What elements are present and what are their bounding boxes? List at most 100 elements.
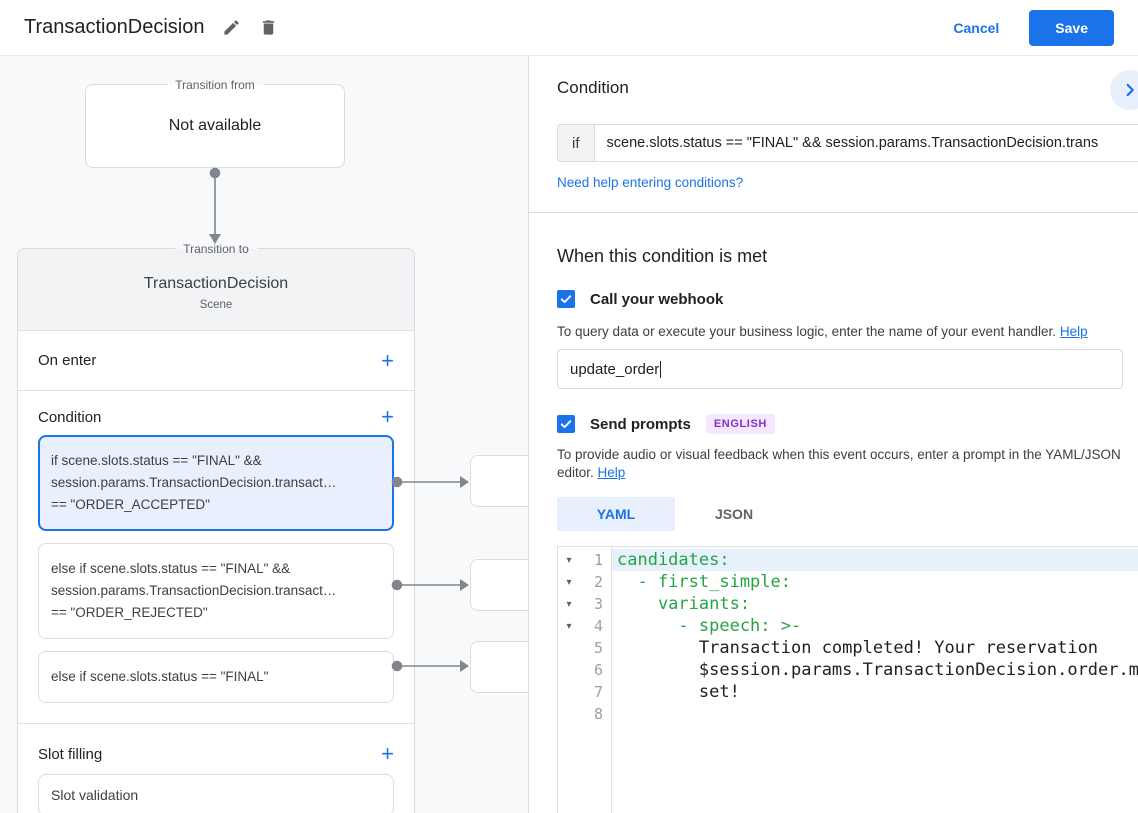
tab-json[interactable]: JSON [714,506,754,522]
webhook-checkbox[interactable] [557,290,575,308]
gutter-row: ▾4 [558,615,611,637]
fold-toggle-icon[interactable]: ▾ [566,620,572,632]
condition-card-line: session.params.TransactionDecision.trans… [51,475,337,490]
gutter-row: ▾2 [558,571,611,593]
condition-card-line: else if scene.slots.status == "FINAL" [51,669,269,684]
if-label: if [557,124,594,162]
code-token: set! [617,682,740,702]
condition-card-line: == "ORDER_REJECTED" [51,605,208,620]
transition-to-card: Transition to TransactionDecision Scene … [17,240,415,813]
check-icon [560,295,572,304]
condition-card[interactable]: else if scene.slots.status == "FINAL" &&… [38,543,394,639]
line-number: 5 [593,639,603,657]
fold-toggle-icon[interactable]: ▾ [566,554,572,566]
code-token: variants: [617,594,751,614]
code-line: $session.params.TransactionDecision.orde… [612,659,1138,681]
tab-yaml[interactable]: YAML [557,497,675,531]
code-line: Transaction completed! Your reservation [612,637,1138,659]
code-line: candidates: [612,549,1138,571]
expand-button[interactable] [1110,70,1138,110]
condition-card-line: session.params.TransactionDecision.trans… [51,583,337,598]
code-line: set! [612,681,1138,703]
transition-from-box: Transition from Not available [85,76,345,168]
gutter-row: ▾3 [558,593,611,615]
webhook-input-value: update_order [570,360,660,378]
slot-validation-card[interactable]: Slot validation [38,774,394,813]
condition-card-line: if scene.slots.status == "FINAL" && [51,453,262,468]
gutter-row: 6 [558,659,611,681]
scene-title: TransactionDecision [143,275,289,292]
page-title: TransactionDecision [24,16,205,38]
gutter-row: 7 [558,681,611,703]
code-token: $session.params.TransactionDecision.orde… [617,660,1138,680]
panel-divider [529,212,1138,213]
line-number: 6 [593,661,603,679]
webhook-helper-text: To query data or execute your business l… [557,323,1132,341]
webhook-input[interactable]: update_order [557,349,1123,389]
editor-code[interactable]: candidates: - first_simple: variants: - … [612,547,1138,813]
conditions-help-link[interactable]: Need help entering conditions? [557,175,744,190]
condition-card[interactable]: else if scene.slots.status == "FINAL" [38,651,394,703]
condition-card-line: == "ORDER_ACCEPTED" [51,497,210,512]
prompts-checkbox[interactable] [557,415,575,433]
code-token: - first_simple: [617,572,791,592]
transition-target-box[interactable] [470,559,528,611]
prompts-helper-text: To provide audio or visual feedback when… [557,446,1132,482]
prompt-tabs: YAML JSON [557,497,793,531]
code-line: - speech: >- [612,615,1138,637]
scene-subtitle: Scene [199,299,233,311]
fold-toggle-icon[interactable]: ▾ [566,576,572,588]
scene-canvas: Transition from Not available Transition… [0,56,528,813]
code-token: candidates: [617,550,730,570]
gutter-row: ▾1 [558,549,611,571]
transition-to-label: Transition to [175,240,257,258]
webhook-label: Call your webhook [590,290,724,308]
gutter-row: 5 [558,637,611,659]
line-number: 8 [593,705,603,723]
condition-if-row: if scene.slots.status == "FINAL" && sess… [557,124,1138,162]
check-icon [560,420,572,429]
cancel-button[interactable]: Cancel [953,19,1000,36]
prompts-label: Send prompts [590,415,691,433]
add-condition-button[interactable]: + [381,404,394,429]
condition-cards: if scene.slots.status == "FINAL" && sessi… [18,435,414,703]
on-enter-section[interactable]: On enter + [18,331,414,391]
delete-icon[interactable] [259,18,278,37]
transition-from-label: Transition from [167,76,263,94]
transition-target-box[interactable] [470,641,528,693]
gutter-row: 8 [558,703,611,725]
code-line: variants: [612,593,1138,615]
line-number: 2 [593,573,603,591]
condition-expression-input[interactable]: scene.slots.status == "FINAL" && session… [593,124,1138,162]
on-enter-label: On enter [38,352,97,369]
slot-filling-section: Slot filling + Slot validation [18,724,414,813]
condition-card-line: else if scene.slots.status == "FINAL" && [51,561,291,576]
webhook-checkbox-row: Call your webhook [557,290,723,308]
code-token: - speech: >- [617,616,802,636]
slot-filling-label: Slot filling [38,745,103,763]
webhook-help-link[interactable]: Help [1059,324,1088,339]
header: TransactionDecision Cancel Save [0,0,1138,56]
line-number: 7 [593,683,603,701]
add-slot-button[interactable]: + [381,741,394,766]
text-cursor [660,360,662,378]
transition-target-box[interactable] [470,455,528,507]
fold-toggle-icon[interactable]: ▾ [566,598,572,610]
add-on-enter-button[interactable]: + [381,347,394,373]
when-met-title: When this condition is met [557,246,768,266]
transition-from-content: Not available [168,117,262,134]
condition-panel: Condition if scene.slots.status == "FINA… [528,56,1138,813]
condition-card[interactable]: if scene.slots.status == "FINAL" && sessi… [38,435,394,531]
save-button[interactable]: Save [1029,9,1114,46]
prompts-checkbox-row: Send prompts ENGLISH [557,414,775,434]
code-token: Transaction completed! Your reservation [617,638,1099,658]
code-line [612,703,1138,725]
chevron-right-icon [1126,83,1134,97]
prompts-help-link[interactable]: Help [597,465,626,480]
language-badge: ENGLISH [705,414,775,434]
condition-section-label: Condition [38,408,102,426]
edit-icon[interactable] [222,18,241,37]
prompts-helper-body: To provide audio or visual feedback when… [557,447,1121,480]
